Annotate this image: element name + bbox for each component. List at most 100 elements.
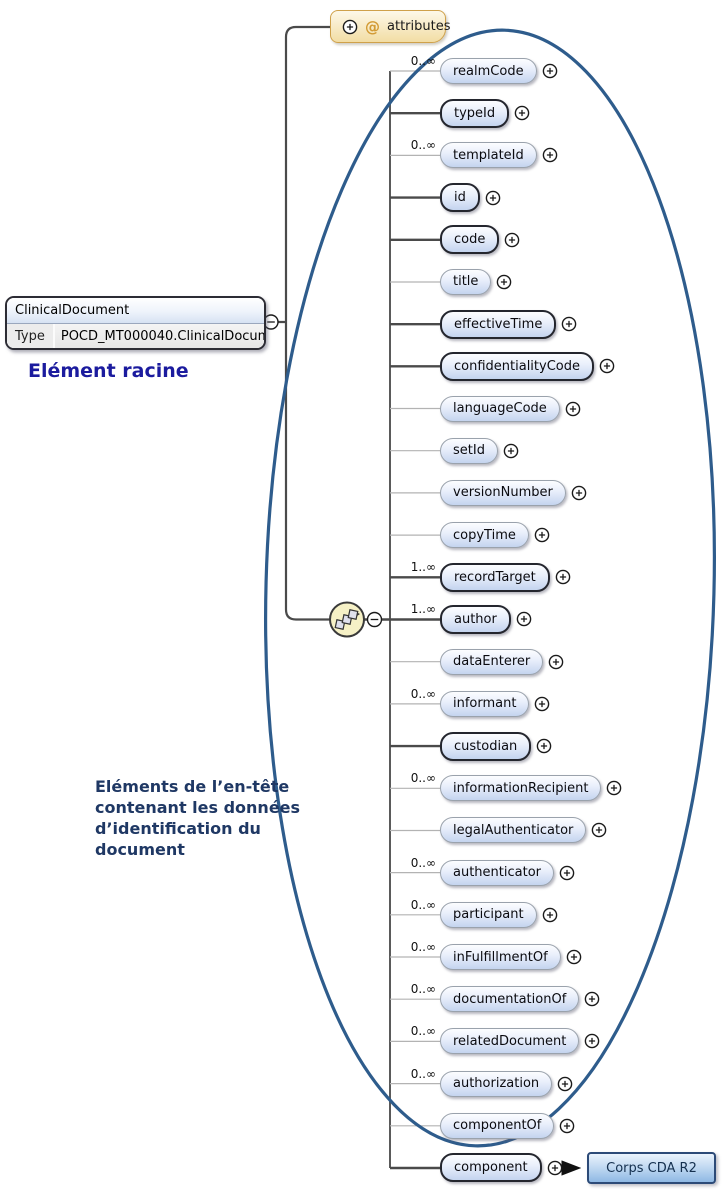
expand-plus-icon[interactable] [599,358,615,374]
expand-plus-icon[interactable] [561,316,577,332]
expand-plus-icon[interactable] [514,105,530,121]
root-element-type-row: Type POCD_MT000040.ClinicalDocument [7,324,264,348]
element-box-recordTarget[interactable]: recordTarget [440,562,550,592]
element-box-informationRecipient[interactable]: informationRecipient [440,775,602,802]
element-row-setId: setId [402,437,519,465]
element-row-authenticator: 0..∞authenticator [402,856,575,887]
expand-plus-icon[interactable] [536,738,552,754]
element-row-legalAuthenticator: legalAuthenticator [402,816,607,844]
expand-plus-icon[interactable] [542,63,558,79]
expand-plus-icon[interactable] [534,527,550,543]
element-box-confidentialityCode[interactable]: confidentialityCode [440,351,594,381]
expand-plus-icon[interactable] [606,780,622,796]
element-row-recordTarget: 1..∞recordTarget [402,560,571,592]
element-box-component[interactable]: component [440,1153,542,1183]
element-name: realmCode [453,63,524,79]
element-box-code[interactable]: code [440,225,500,255]
cda-body-box[interactable]: Corps CDA R2 [587,1152,716,1184]
attributes-label: attributes [387,19,451,34]
element-row-confidentialityCode: confidentialityCode [402,351,615,381]
expand-plus-icon[interactable] [548,654,564,670]
element-name: copyTime [453,527,516,543]
element-row-copyTime: copyTime [402,521,550,549]
expand-plus-icon[interactable] [559,865,575,881]
element-box-authenticator[interactable]: authenticator [440,859,554,886]
element-row-title: title [402,268,512,296]
element-name: custodian [454,738,518,754]
element-box-dataEnterer[interactable]: dataEnterer [440,648,544,675]
expand-plus-icon[interactable] [591,822,607,838]
element-name: setId [453,443,485,459]
element-box-custodian[interactable]: custodian [440,731,532,761]
element-box-versionNumber[interactable]: versionNumber [440,479,566,506]
element-box-copyTime[interactable]: copyTime [440,522,529,549]
element-box-title[interactable]: title [440,268,492,295]
element-name: recordTarget [454,569,536,585]
element-box-effectiveTime[interactable]: effectiveTime [440,309,557,339]
expand-plus-icon[interactable] [555,569,571,585]
element-name: authorization [453,1076,540,1092]
element-box-informant[interactable]: informant [440,690,530,717]
element-row-inFulfillmentOf: 0..∞ inFulfillmentOf [402,940,582,971]
element-row-languageCode: languageCode [402,395,581,423]
element-box-legalAuthenticator[interactable]: legalAuthenticator [440,817,587,844]
element-box-id[interactable]: id [440,183,480,213]
expand-plus-icon[interactable] [503,443,519,459]
cardinality-label: 0..∞ [410,940,436,955]
expand-plus-icon[interactable] [504,232,520,248]
element-name: effectiveTime [454,316,543,332]
element-name: title [453,274,479,290]
expand-plus-icon[interactable] [557,1076,573,1092]
element-name: informationRecipient [453,780,589,796]
cardinality-label: 0..∞ [410,1024,436,1039]
cardinality-label: 0..∞ [410,1066,436,1081]
expand-plus-icon[interactable] [496,274,512,290]
element-box-languageCode[interactable]: languageCode [440,395,560,422]
element-row-templateId: 0..∞ templateId [402,138,558,169]
expand-plus-icon[interactable] [542,147,558,163]
element-row-versionNumber: versionNumber [402,479,587,507]
element-box-realmCode[interactable]: realmCode [440,58,537,84]
element-row-componentOf: componentOf [402,1112,575,1140]
expand-plus-icon[interactable] [584,991,600,1007]
element-name: confidentialityCode [454,358,580,374]
expand-plus-icon[interactable] [485,190,501,206]
element-box-componentOf[interactable]: componentOf [440,1112,555,1139]
expand-plus-icon[interactable] [559,1118,575,1134]
element-row-participant: 0..∞participant [402,898,558,929]
expand-plus-icon[interactable] [542,907,558,923]
expand-plus-icon[interactable] [565,401,581,417]
element-name: component [454,1160,528,1176]
element-row-code: code [402,225,520,255]
element-box-authorization[interactable]: authorization [440,1070,553,1097]
element-name: id [454,190,466,206]
sequence-collapse-minus-icon[interactable] [366,611,383,628]
attributes-box[interactable]: @ attributes [330,10,450,43]
element-box-inFulfillmentOf[interactable]: inFulfillmentOf [440,944,561,971]
expand-plus-icon[interactable] [566,949,582,965]
sequence-icon[interactable] [329,601,365,638]
element-box-documentationOf[interactable]: documentationOf [440,986,580,1013]
root-element-box[interactable]: ClinicalDocument Type POCD_MT000040.Clin… [5,296,266,350]
element-box-templateId[interactable]: templateId [440,142,537,169]
element-box-setId[interactable]: setId [440,437,498,464]
element-box-author[interactable]: author [440,604,511,634]
collapse-minus-icon[interactable] [263,314,279,330]
element-box-participant[interactable]: participant [440,901,537,928]
expand-plus-icon[interactable] [571,485,587,501]
expand-plus-icon[interactable] [547,1160,563,1176]
cardinality-label: 0..∞ [410,54,436,68]
expand-plus-icon[interactable] [584,1033,600,1049]
element-name: relatedDocument [453,1033,567,1049]
element-row-typeId: typeId [402,98,530,128]
element-box-relatedDocument[interactable]: relatedDocument [440,1028,580,1055]
element-name: informant [453,696,517,712]
element-box-typeId[interactable]: typeId [440,98,510,128]
element-name: componentOf [453,1118,542,1134]
expand-plus-icon[interactable] [534,696,550,712]
expand-plus-icon[interactable] [516,611,532,627]
element-name: languageCode [453,401,547,417]
cardinality-label: 0..∞ [410,138,436,153]
expand-plus-icon[interactable] [342,19,358,35]
